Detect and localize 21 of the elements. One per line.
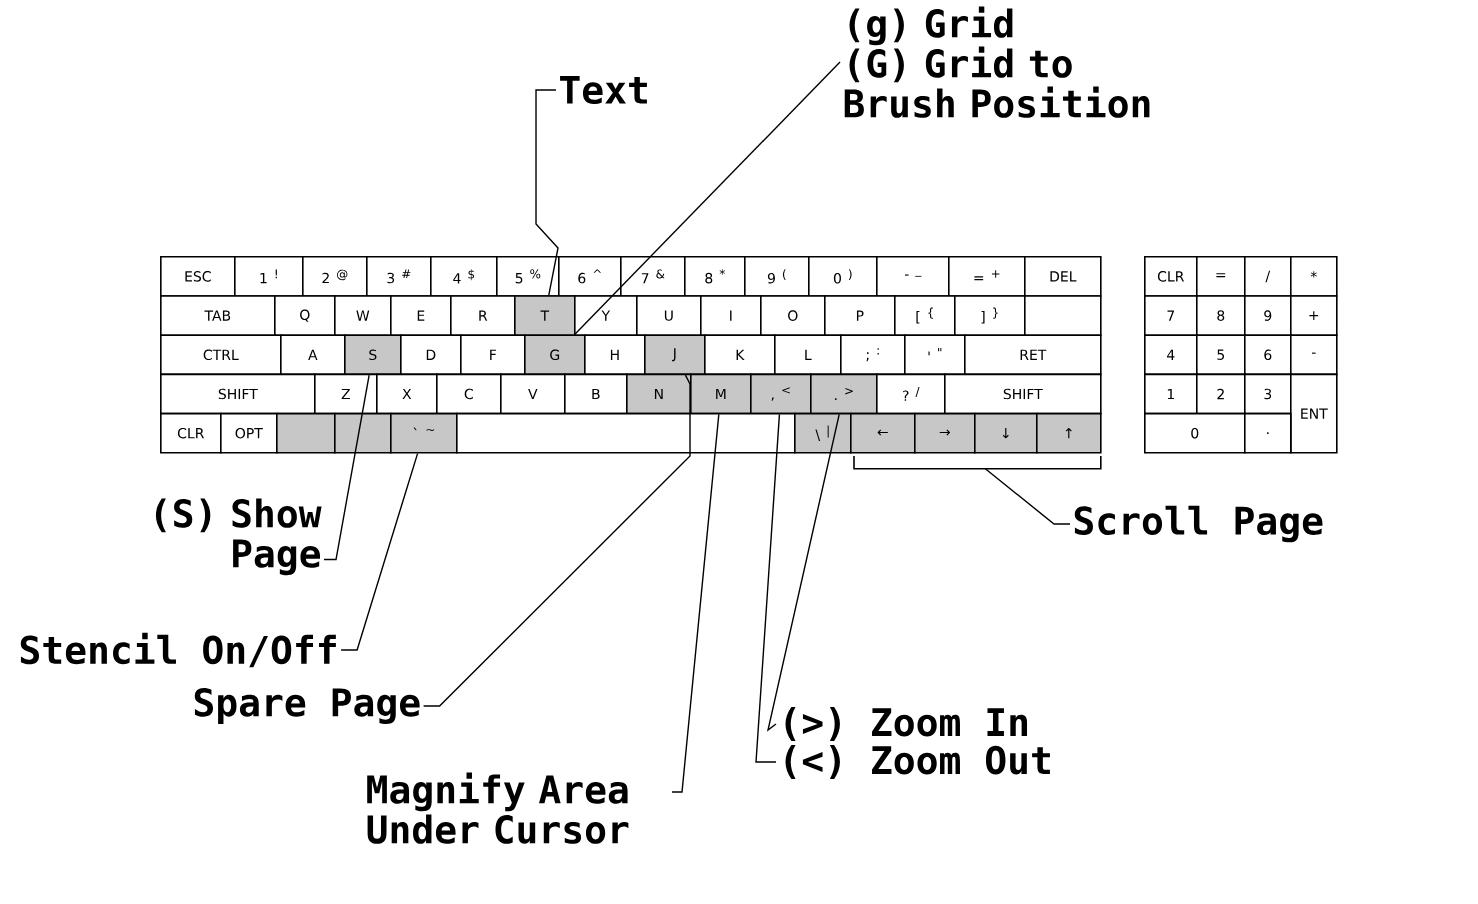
bracket [853, 455, 1102, 470]
callout-text: Scroll Page [1074, 505, 1323, 543]
callout-text: Text [560, 75, 647, 105]
leader-line [671, 413, 720, 793]
callout-text: Magnify Area Under Cursor [367, 772, 629, 844]
key [276, 412, 336, 454]
leader-line [422, 374, 691, 707]
callout-text: (g) Grid (G) Grid to Brush Position [844, 6, 1150, 118]
callout-text: (>) Zoom In [785, 707, 1027, 741]
leader-line [755, 413, 781, 763]
callout-text: Spare Page [194, 687, 420, 725]
leader-line [323, 374, 370, 561]
key [334, 412, 392, 454]
leader-line [766, 413, 840, 732]
callout-text: Stencil On/Off [20, 632, 336, 668]
leader-line [984, 468, 1071, 525]
callout-text: (S) Show Page [155, 498, 322, 576]
callout-text: (<) Zoom Out [785, 745, 1050, 779]
leader-line [535, 89, 559, 296]
leader-line [340, 452, 419, 651]
key [1024, 295, 1102, 336]
